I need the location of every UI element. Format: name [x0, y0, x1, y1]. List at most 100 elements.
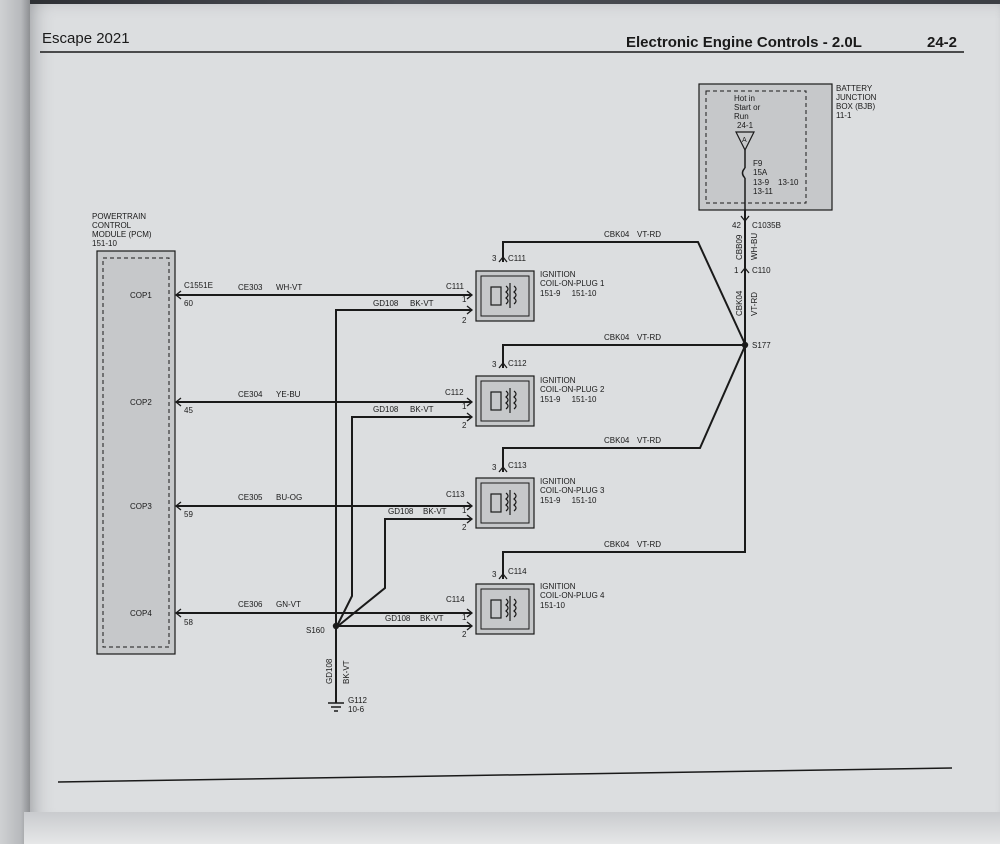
- gd108-label-4: GD108: [385, 614, 411, 623]
- coil4-title-2: COIL-ON-PLUG 4: [540, 591, 605, 600]
- coil4-title-3: 151-10: [540, 601, 565, 610]
- pcm-label-3: MODULE (PCM): [92, 230, 152, 239]
- coil3-pin-1: 1: [462, 506, 467, 515]
- vehicle-header: Escape 2021: [42, 30, 130, 47]
- coil-4-body: [475, 583, 535, 635]
- pcm-pin-number-45: 45: [184, 406, 193, 415]
- signal-wires: [176, 294, 472, 614]
- gd108-color-4: BK-VT: [420, 614, 444, 623]
- pcm-pin-cop2: COP2: [130, 398, 152, 407]
- bjb-hot-line-2: Start or: [734, 103, 761, 112]
- gd108-color-2: BK-VT: [410, 405, 434, 414]
- cbk04-color-2: VT-RD: [637, 333, 661, 342]
- coil3-pin-2: 2: [462, 523, 467, 532]
- wire-cbk04-feed: CBK04: [735, 290, 744, 316]
- pcm-label-4: 151-10: [92, 239, 117, 248]
- cbk04-color-4: VT-RD: [637, 540, 661, 549]
- coil1-pin-1: 1: [462, 295, 467, 304]
- coil3-title-3: 151-9 151-10: [540, 496, 597, 505]
- fuse-label-4: 13-11: [753, 187, 773, 196]
- wire-cbb09: CBB09: [735, 234, 744, 260]
- gd108-color-3: BK-VT: [423, 507, 447, 516]
- coil3-title-2: COIL-ON-PLUG 3: [540, 486, 605, 495]
- wire-ce303-color: WH-VT: [276, 283, 302, 292]
- wire-ce304: CE304: [238, 390, 263, 399]
- ground-color-vertical: BK-VT: [342, 660, 351, 684]
- footer-rule: [57, 767, 953, 783]
- gd108-label-1: GD108: [373, 299, 399, 308]
- cbk04-color-3: VT-RD: [637, 436, 661, 445]
- section-title: Electronic Engine Controls - 2.0L: [626, 34, 862, 51]
- coil-1-body: [475, 270, 535, 322]
- wire-ce305: CE305: [238, 493, 263, 502]
- splice-s177-label: S177: [752, 341, 771, 350]
- fuse-label-3: 13-9: [753, 178, 770, 187]
- coil1-title-3: 151-9 151-10: [540, 289, 597, 298]
- cbk04-label-4: CBK04: [604, 540, 630, 549]
- coil1-pin-3: 3: [492, 254, 497, 263]
- coil1-pin-2: 2: [462, 316, 467, 325]
- pcm-inner-outline: [102, 257, 170, 648]
- bjb-inner-outline: [705, 90, 807, 204]
- pcm-pin-number-58: 58: [184, 618, 193, 627]
- bjb-hot-line-1: Hot in: [734, 94, 755, 103]
- coil3-pin-3: 3: [492, 463, 497, 472]
- ground-wires: [335, 309, 472, 703]
- wire-ce304-color: YE-BU: [276, 390, 301, 399]
- feed-pin-1: 1: [734, 266, 739, 275]
- bjb-label-3: BOX (BJB): [836, 102, 875, 111]
- pcm-pin-number-59: 59: [184, 510, 193, 519]
- coil4-pin-2: 2: [462, 630, 467, 639]
- cbk04-color-1: VT-RD: [637, 230, 661, 239]
- coil-3-body: [475, 477, 535, 529]
- cbk04-label-3: CBK04: [604, 436, 630, 445]
- wire-ce303: CE303: [238, 283, 263, 292]
- cbk04-label-1: CBK04: [604, 230, 630, 239]
- coil2-pin-2: 2: [462, 421, 467, 430]
- wire-cbk04-feed-color: VT-RD: [750, 292, 759, 316]
- coil4-pin-3: 3: [492, 570, 497, 579]
- page-bottom-edge: [24, 812, 1000, 844]
- coil1-title-2: COIL-ON-PLUG 1: [540, 279, 605, 288]
- fuse-side-ref: 13-10: [778, 178, 799, 187]
- wire-ce306: CE306: [238, 600, 263, 609]
- pcm-connector-label: C1551E: [184, 281, 213, 290]
- coil2-title-1: IGNITION: [540, 376, 576, 385]
- coil3-title-1: IGNITION: [540, 477, 576, 486]
- feed-pin-42: 42: [732, 221, 741, 230]
- bjb-hot-line-3: Run: [734, 112, 749, 121]
- coil-2-body: [475, 375, 535, 427]
- ground-point-ref: 10-6: [348, 705, 365, 714]
- coil2-title-3: 151-9 151-10: [540, 395, 597, 404]
- coil2-pin-3: 3: [492, 360, 497, 369]
- ground-symbol: [328, 702, 344, 712]
- connector-c1035b: C1035B: [752, 221, 781, 230]
- splice-s177-dot: [741, 341, 749, 349]
- coil4-power-connector: C114: [508, 567, 527, 576]
- bjb-label-1: BATTERY: [836, 84, 873, 93]
- coil3-power-connector: C113: [508, 461, 527, 470]
- pcm-pin-cop4: COP4: [130, 609, 152, 618]
- pcm-connector-arrows: [174, 290, 182, 618]
- fuse-icon: [741, 167, 746, 179]
- wire-ce306-color: GN-VT: [276, 600, 301, 609]
- splice-s160-dot: [332, 622, 340, 630]
- pcm-pin-cop1: COP1: [130, 291, 152, 300]
- coil1-power-connector: C111: [508, 254, 526, 263]
- fuse-label-2: 15A: [753, 168, 768, 177]
- gd108-label-2: GD108: [373, 405, 399, 414]
- ground-circuit-vertical: GD108: [325, 658, 334, 684]
- bjb-box: [698, 83, 833, 211]
- coil2-title-2: COIL-ON-PLUG 2: [540, 385, 605, 394]
- feed-connector-arrows: [740, 215, 750, 274]
- wire-cbb09-color: WH-BU: [750, 233, 759, 260]
- coil1-connector-label: C111: [446, 282, 464, 291]
- coil2-pin-1: 1: [462, 402, 467, 411]
- coil2-connector-label: C112: [445, 388, 464, 397]
- bjb-label-2: JUNCTION: [836, 93, 877, 102]
- page-number: 24-2: [927, 34, 958, 51]
- coil3-connector-label: C113: [446, 490, 465, 499]
- bjb-ref: 24-1: [737, 121, 754, 130]
